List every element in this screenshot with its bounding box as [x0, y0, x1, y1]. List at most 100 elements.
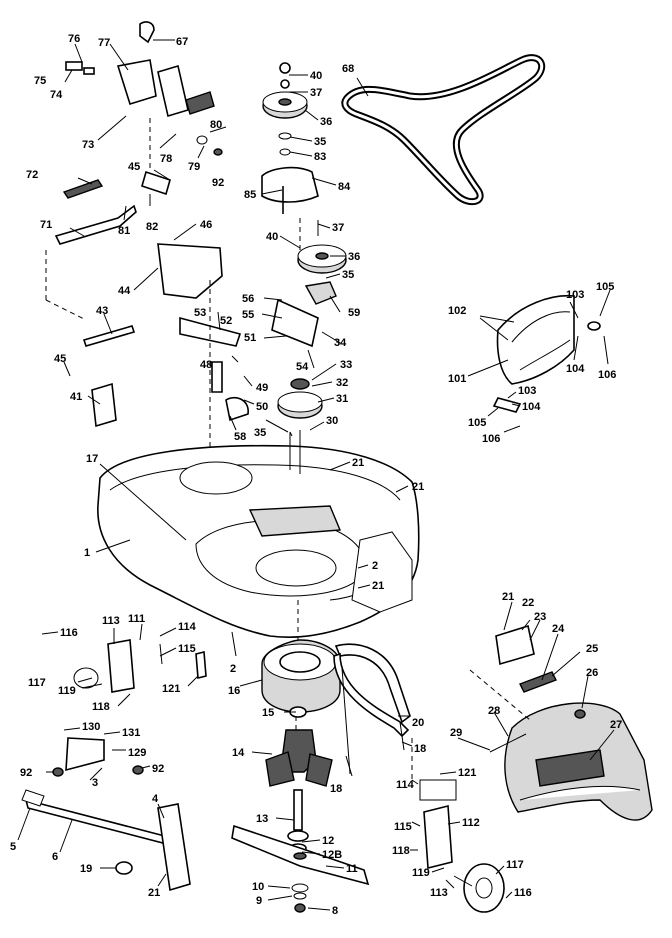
callout-76: 76	[68, 33, 80, 45]
callout-80: 80	[210, 119, 222, 131]
callout-17: 17	[86, 453, 98, 465]
callout-85: 85	[244, 189, 256, 201]
callout-4: 4	[152, 793, 159, 805]
callout-12: 12	[322, 835, 334, 847]
callout-18-left: 18	[330, 783, 342, 795]
callout-46: 46	[200, 219, 212, 231]
callout-119-left: 119	[58, 685, 76, 697]
callout-68: 68	[342, 63, 354, 75]
callout-92-left: 92	[20, 767, 32, 779]
callout-116-right: 116	[514, 887, 532, 899]
callout-labels: 76 77 67 75 74 73 80 78 79 92 45 72 81 8…	[10, 33, 622, 917]
callout-53: 53	[194, 307, 206, 319]
callout-103-top: 103	[566, 289, 584, 301]
callout-36-mid: 36	[348, 251, 360, 263]
callout-77: 77	[98, 37, 110, 49]
callout-92-top: 92	[212, 177, 224, 189]
callout-52: 52	[220, 315, 232, 327]
callout-21-bottom: 21	[148, 887, 160, 899]
callout-21-c: 21	[372, 580, 384, 592]
callout-43: 43	[96, 305, 108, 317]
spindle-housing	[261, 639, 341, 713]
gauge-wheel-assembly	[419, 779, 505, 913]
callout-26: 26	[586, 667, 598, 679]
callout-16: 16	[228, 685, 240, 697]
callout-21-chute: 21	[502, 591, 514, 603]
callout-3: 3	[92, 777, 98, 789]
callout-117-right: 117	[506, 859, 524, 871]
callout-115-right: 115	[394, 821, 412, 833]
callout-1: 1	[84, 547, 90, 559]
callout-25: 25	[586, 643, 598, 655]
callout-118-left: 118	[92, 701, 110, 713]
callout-116-left: 116	[60, 627, 78, 639]
callout-75: 75	[34, 75, 46, 87]
callout-32: 32	[336, 377, 348, 389]
discharge-deflector	[496, 294, 575, 385]
callout-19: 19	[80, 863, 92, 875]
lift-rods	[45, 204, 137, 428]
callout-28: 28	[488, 705, 500, 717]
callout-54: 54	[296, 361, 309, 373]
callout-132-mid: 35	[342, 269, 354, 281]
callout-131: 131	[122, 727, 140, 739]
callout-33: 33	[340, 359, 352, 371]
callout-102: 102	[448, 305, 466, 317]
callout-103-bot: 103	[518, 385, 536, 397]
lift-linkage-assembly	[62, 21, 223, 199]
callout-6: 6	[52, 851, 58, 863]
callout-45-left: 45	[54, 353, 66, 365]
callout-35: 35	[254, 427, 266, 439]
callout-40-mid: 40	[266, 231, 278, 243]
callout-29: 29	[450, 727, 462, 739]
callout-2-center: 2	[230, 663, 236, 675]
callout-114-right: 114	[396, 779, 415, 791]
callout-105-top: 105	[596, 281, 614, 293]
callout-55: 55	[242, 309, 254, 321]
callout-59: 59	[348, 307, 360, 319]
callout-31: 31	[336, 393, 348, 405]
callout-113-right: 113	[430, 887, 448, 899]
callout-117-left: 117	[28, 677, 46, 689]
callout-22: 22	[522, 597, 534, 609]
callout-72: 72	[26, 169, 38, 181]
callout-45-top: 45	[128, 161, 140, 173]
callout-44: 44	[118, 285, 131, 297]
callout-37-top: 37	[310, 87, 322, 99]
front-hitch-assembly	[21, 737, 191, 892]
callout-81: 81	[118, 225, 130, 237]
callout-51: 51	[244, 332, 256, 344]
callout-114-left: 114	[178, 621, 197, 633]
callout-34: 34	[334, 337, 347, 349]
callout-111: 111	[128, 613, 145, 625]
spindle-assembly	[265, 706, 333, 853]
callout-58: 58	[234, 431, 246, 443]
idler-pulley-upper	[261, 62, 319, 214]
callout-11: 11	[346, 863, 358, 875]
callout-2-right: 2	[372, 560, 378, 572]
callout-101: 101	[448, 373, 466, 385]
callout-105-bot: 105	[468, 417, 486, 429]
callout-104-bot: 104	[522, 401, 541, 413]
callout-67: 67	[176, 36, 188, 48]
callout-14: 14	[232, 747, 245, 759]
callout-74: 74	[50, 89, 63, 101]
callout-48: 48	[200, 359, 212, 371]
callout-112: 112	[462, 817, 480, 829]
deck-support-links	[333, 643, 411, 775]
chute-hinge-assembly	[469, 624, 586, 753]
callout-73: 73	[82, 139, 94, 151]
callout-41: 41	[70, 391, 82, 403]
callout-121-right: 121	[458, 767, 476, 779]
callout-30: 30	[326, 415, 338, 427]
callout-49: 49	[256, 382, 268, 394]
callout-leader-lines	[17, 39, 615, 911]
callout-106-top: 106	[598, 369, 616, 381]
callout-84: 84	[338, 181, 351, 193]
callout-40-top: 40	[310, 70, 322, 82]
callout-56: 56	[242, 293, 254, 305]
callout-82: 82	[146, 221, 158, 233]
callout-78: 78	[160, 153, 172, 165]
